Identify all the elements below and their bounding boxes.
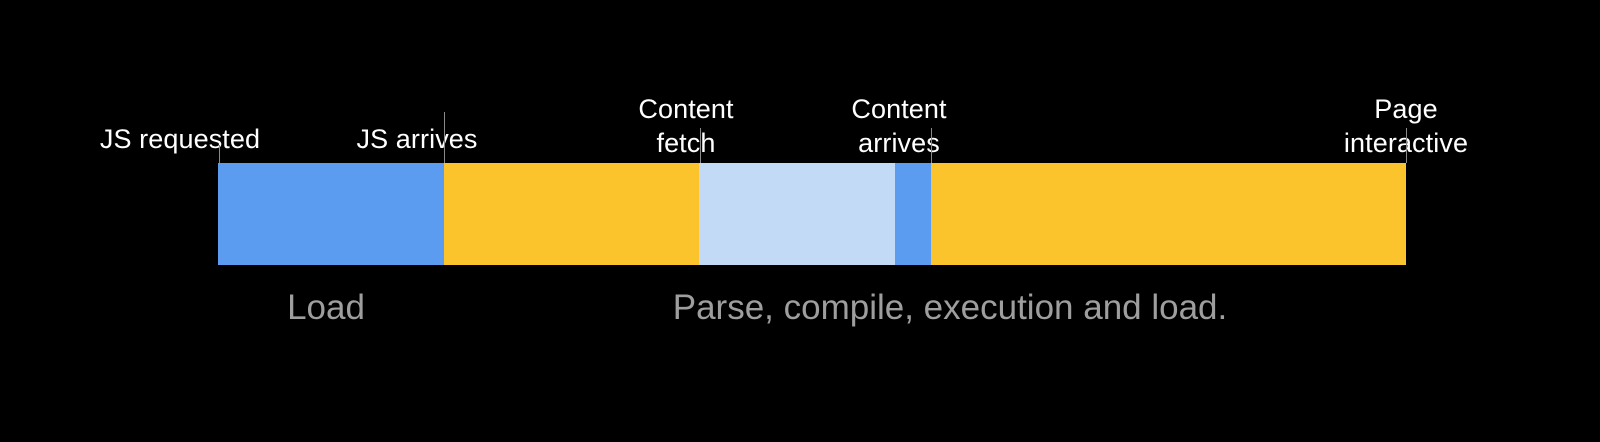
bar-segment-js-download xyxy=(218,163,444,265)
caption-load: Load xyxy=(287,288,365,327)
bar-segment-content-render xyxy=(931,163,1406,265)
tick-line-content-arrives xyxy=(931,128,932,163)
bar-segment-js-parse-compile-execute xyxy=(444,163,699,265)
tick-line-content-fetch xyxy=(700,128,701,163)
bar-segment-content-download xyxy=(895,163,931,265)
timeline-bar xyxy=(218,163,1406,265)
tick-line-js-arrives xyxy=(444,112,445,163)
marker-label-content-arrives: Content arrives xyxy=(739,58,1059,194)
marker-label-js-arrives: JS arrives xyxy=(257,88,577,190)
marker-text: Content arrives xyxy=(851,94,947,158)
marker-text: JS arrives xyxy=(356,124,478,154)
marker-label-content-fetch: Content fetch xyxy=(526,58,846,194)
marker-label-page-interactive: Page interactive xyxy=(1246,58,1566,194)
marker-text: Page interactive xyxy=(1343,94,1469,158)
marker-label-js-requested: JS requested xyxy=(20,88,340,190)
tick-line-js-requested xyxy=(219,145,220,163)
marker-text: Content fetch xyxy=(638,94,734,158)
caption-parse: Parse, compile, execution and load. xyxy=(672,288,1228,327)
bar-segment-content-fetch-wait xyxy=(699,163,895,265)
marker-text: JS requested xyxy=(99,124,261,154)
tick-line-page-interactive xyxy=(1406,128,1407,163)
